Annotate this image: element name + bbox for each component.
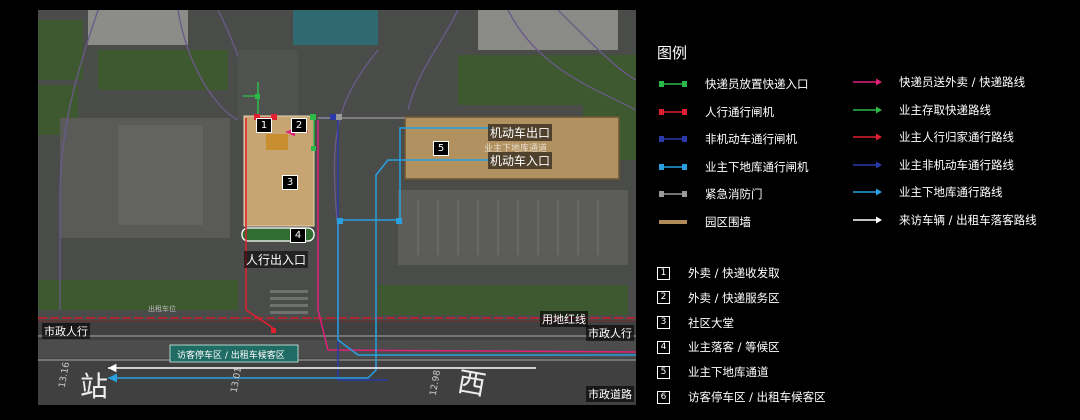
number-box: 3 bbox=[657, 316, 670, 330]
line-square-marker-icon bbox=[657, 160, 689, 174]
line-square-marker-icon bbox=[657, 77, 689, 91]
legend-right-label: 业主人行归家通行路线 bbox=[899, 130, 1014, 144]
legend-left-label: 业主下地库通行闸机 bbox=[705, 159, 809, 174]
numbered-legend-item: 2 外卖 / 快递服务区 bbox=[657, 290, 780, 306]
legend-left-label: 人行通行闸机 bbox=[705, 104, 774, 119]
legend-right-item: 来访车辆 / 出租车落客路线 bbox=[851, 213, 1037, 227]
map-marker-1: 1 bbox=[256, 118, 272, 133]
number-box: 5 bbox=[657, 365, 670, 379]
line-square-marker-icon bbox=[657, 187, 689, 201]
number-box: 6 bbox=[657, 390, 670, 404]
line-square-marker-icon bbox=[657, 132, 689, 146]
legend-right-item: 业主人行归家通行路线 bbox=[851, 130, 1014, 144]
legend-right-label: 快递员送外卖 / 快递路线 bbox=[899, 75, 1026, 89]
numbered-legend-item: 6 访客停车区 / 出租车候客区 bbox=[657, 389, 826, 405]
vehicle-exit-label: 机动车出口 bbox=[488, 124, 553, 141]
legend-left-label: 紧急消防门 bbox=[705, 187, 763, 201]
legend-right-label: 业主存取快递路线 bbox=[899, 102, 991, 117]
site-plan-graphic bbox=[38, 9, 637, 405]
numbered-legend-item: 5 业主下地库通道 bbox=[657, 364, 769, 380]
legend-left-item: 业主下地库通行闸机 bbox=[657, 160, 809, 174]
pedestrian-entrance-label: 人行出入口 bbox=[244, 251, 309, 268]
wall-line-icon bbox=[657, 215, 689, 229]
line-square-marker-icon bbox=[657, 105, 689, 119]
legend-right-label: 业主下地库通行路线 bbox=[899, 185, 1003, 199]
station-label-left: 站 bbox=[80, 370, 109, 403]
numbered-legend-item: 4 业主落客 / 等候区 bbox=[657, 339, 780, 355]
legend-title: 图例 bbox=[657, 44, 688, 62]
underground-passage-label: 业主下地库通道 bbox=[484, 144, 548, 154]
legend-left-label: 非机动车通行闸机 bbox=[705, 132, 797, 146]
map-marker-3: 3 bbox=[282, 175, 298, 190]
municipal-sidewalk-right-label: 市政人行 bbox=[586, 325, 634, 341]
numbered-legend-label: 外卖 / 快递服务区 bbox=[688, 290, 780, 305]
legend-left-item: 人行通行闸机 bbox=[657, 105, 774, 119]
numbered-legend-item: 3 社区大堂 bbox=[657, 315, 734, 331]
arrow-line-icon bbox=[851, 185, 883, 199]
number-box: 4 bbox=[657, 340, 670, 354]
legend-right-item: 业主非机动车通行路线 bbox=[851, 158, 1014, 172]
number-box: 1 bbox=[657, 266, 670, 280]
municipal-sidewalk-left-label: 市政人行 bbox=[42, 323, 90, 339]
map-marker-5: 5 bbox=[433, 141, 449, 156]
numbered-legend-label: 访客停车区 / 出租车候客区 bbox=[688, 390, 826, 404]
legend-left-item: 非机动车通行闸机 bbox=[657, 132, 797, 146]
legend-right-item: 业主存取快递路线 bbox=[851, 103, 991, 117]
arrow-line-icon bbox=[851, 103, 883, 117]
arrow-line-icon bbox=[851, 75, 883, 89]
legend-left-item: 快递员放置快递入口 bbox=[657, 77, 809, 91]
map-marker-2: 2 bbox=[291, 118, 307, 133]
numbered-legend-label: 外卖 / 快递收发取 bbox=[688, 266, 780, 280]
legend-right-label: 来访车辆 / 出租车落客路线 bbox=[899, 212, 1037, 227]
vehicle-entrance-label: 机动车入口 bbox=[488, 152, 553, 169]
land-red-line-label: 用地红线 bbox=[540, 311, 588, 327]
visitor-zone-label: 访客停车区 / 出租车候客区 bbox=[177, 351, 285, 361]
arrow-line-icon bbox=[851, 158, 883, 172]
numbered-legend-label: 业主落客 / 等候区 bbox=[688, 340, 780, 355]
number-box: 2 bbox=[657, 291, 670, 305]
legend-left-item: 园区围墙 bbox=[657, 215, 751, 229]
arrow-line-icon bbox=[851, 130, 883, 144]
legend-left-item: 紧急消防门 bbox=[657, 187, 763, 201]
site-plan-map: 1 2 3 4 5 机动车出口 业主下地库通道 机动车入口 人行出入口 用地红线… bbox=[38, 9, 637, 405]
municipal-road-label: 市政道路 bbox=[586, 386, 634, 402]
arrow-line-icon bbox=[851, 213, 883, 227]
numbered-legend-item: 1 外卖 / 快递收发取 bbox=[657, 265, 780, 281]
numbered-legend-label: 业主下地库通道 bbox=[688, 365, 769, 380]
legend-right-label: 业主非机动车通行路线 bbox=[899, 157, 1014, 172]
legend-right-item: 快递员送外卖 / 快递路线 bbox=[851, 75, 1025, 89]
legend-right-item: 业主下地库通行路线 bbox=[851, 185, 1003, 199]
legend-left-label: 快递员放置快递入口 bbox=[705, 77, 809, 91]
map-marker-4: 4 bbox=[290, 228, 306, 243]
taxi-spot-sign: 出租车位 bbox=[148, 305, 176, 313]
legend-left-label: 园区围墙 bbox=[705, 214, 751, 229]
numbered-legend-label: 社区大堂 bbox=[688, 315, 734, 330]
